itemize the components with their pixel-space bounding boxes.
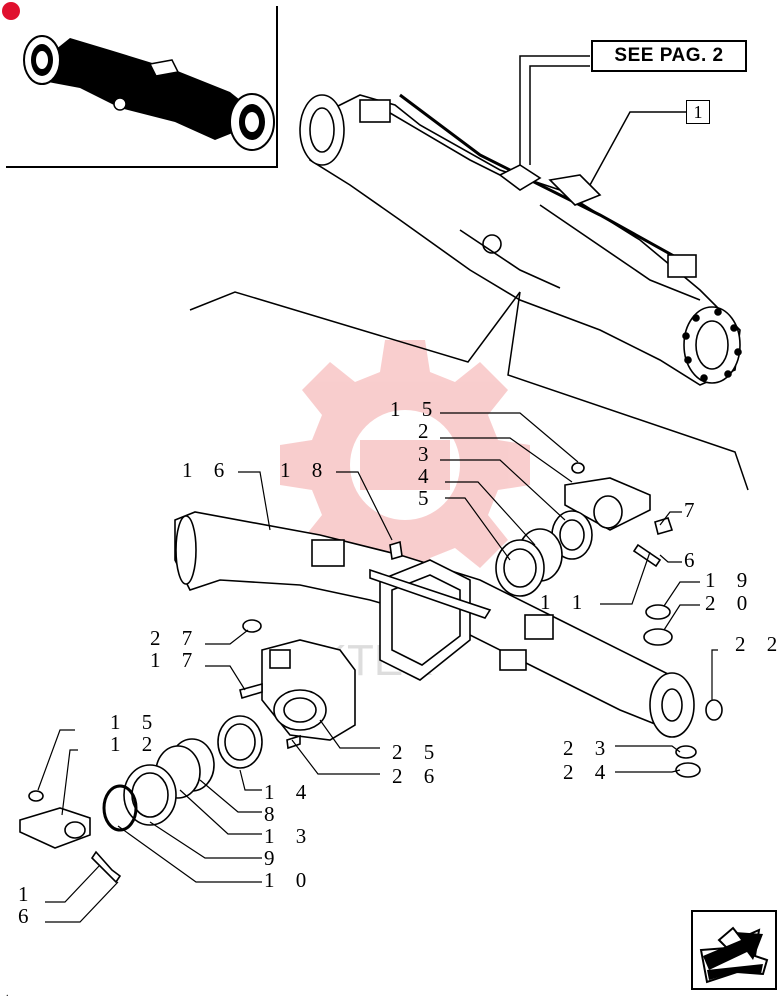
assembled-axle-drawing bbox=[299, 93, 742, 386]
callout-15-left: 1 5 bbox=[110, 710, 161, 734]
next-page-button[interactable] bbox=[691, 910, 777, 990]
callout-24: 2 4 bbox=[563, 760, 614, 784]
callout-26: 2 6 bbox=[392, 764, 443, 788]
callout-18: 1 8 bbox=[280, 458, 331, 482]
callout-14: 1 4 bbox=[264, 780, 315, 804]
callout-27: 2 7 bbox=[150, 626, 201, 650]
callout-5: 5 bbox=[418, 486, 437, 510]
callout-1: 1 bbox=[18, 882, 37, 906]
watermark-gear-icon bbox=[280, 340, 530, 590]
red-marker-icon bbox=[2, 2, 20, 20]
callout-4: 4 bbox=[418, 464, 437, 488]
axle-beam-drawing bbox=[174, 511, 695, 738]
callout-23: 2 3 bbox=[563, 736, 614, 760]
callout-11: 1 1 bbox=[540, 590, 591, 614]
section-leader-lines bbox=[189, 55, 749, 491]
callout-9: 9 bbox=[264, 846, 283, 870]
callout-10: 1 0 bbox=[264, 868, 315, 892]
upper-bracket-drawing bbox=[389, 462, 723, 778]
bearing-rings-drawing bbox=[102, 715, 263, 832]
callout-2: 2 bbox=[418, 419, 437, 443]
callout-15: 1 5 bbox=[390, 397, 441, 421]
callout-17: 1 7 bbox=[150, 648, 201, 672]
callout-6-right: 6 bbox=[684, 548, 703, 572]
callout-25: 2 5 bbox=[392, 740, 443, 764]
overview-thumbnail bbox=[2, 2, 278, 168]
lower-bracket-drawing bbox=[19, 790, 122, 884]
next-page-arrow-icon bbox=[699, 926, 769, 984]
callout-8: 8 bbox=[264, 802, 283, 826]
callout-13: 1 3 bbox=[264, 824, 315, 848]
callout-3: 3 bbox=[418, 442, 437, 466]
callout-7: 7 bbox=[684, 498, 703, 522]
see-page-2-link[interactable]: SEE PAG. 2 bbox=[591, 40, 747, 72]
callout-6-left: 6 bbox=[18, 904, 37, 928]
axle-thumbnail-icon bbox=[23, 35, 275, 151]
reference-number-box: 1 bbox=[686, 100, 710, 124]
callout-16: 1 6 bbox=[182, 458, 233, 482]
page-dot: . bbox=[6, 988, 9, 999]
callout-12: 1 2 bbox=[110, 732, 161, 756]
callout-leader-lines bbox=[37, 412, 718, 923]
callout-20: 2 0 bbox=[705, 591, 756, 615]
callout-19: 1 9 bbox=[705, 568, 756, 592]
callout-22: 2 2 bbox=[735, 632, 784, 656]
